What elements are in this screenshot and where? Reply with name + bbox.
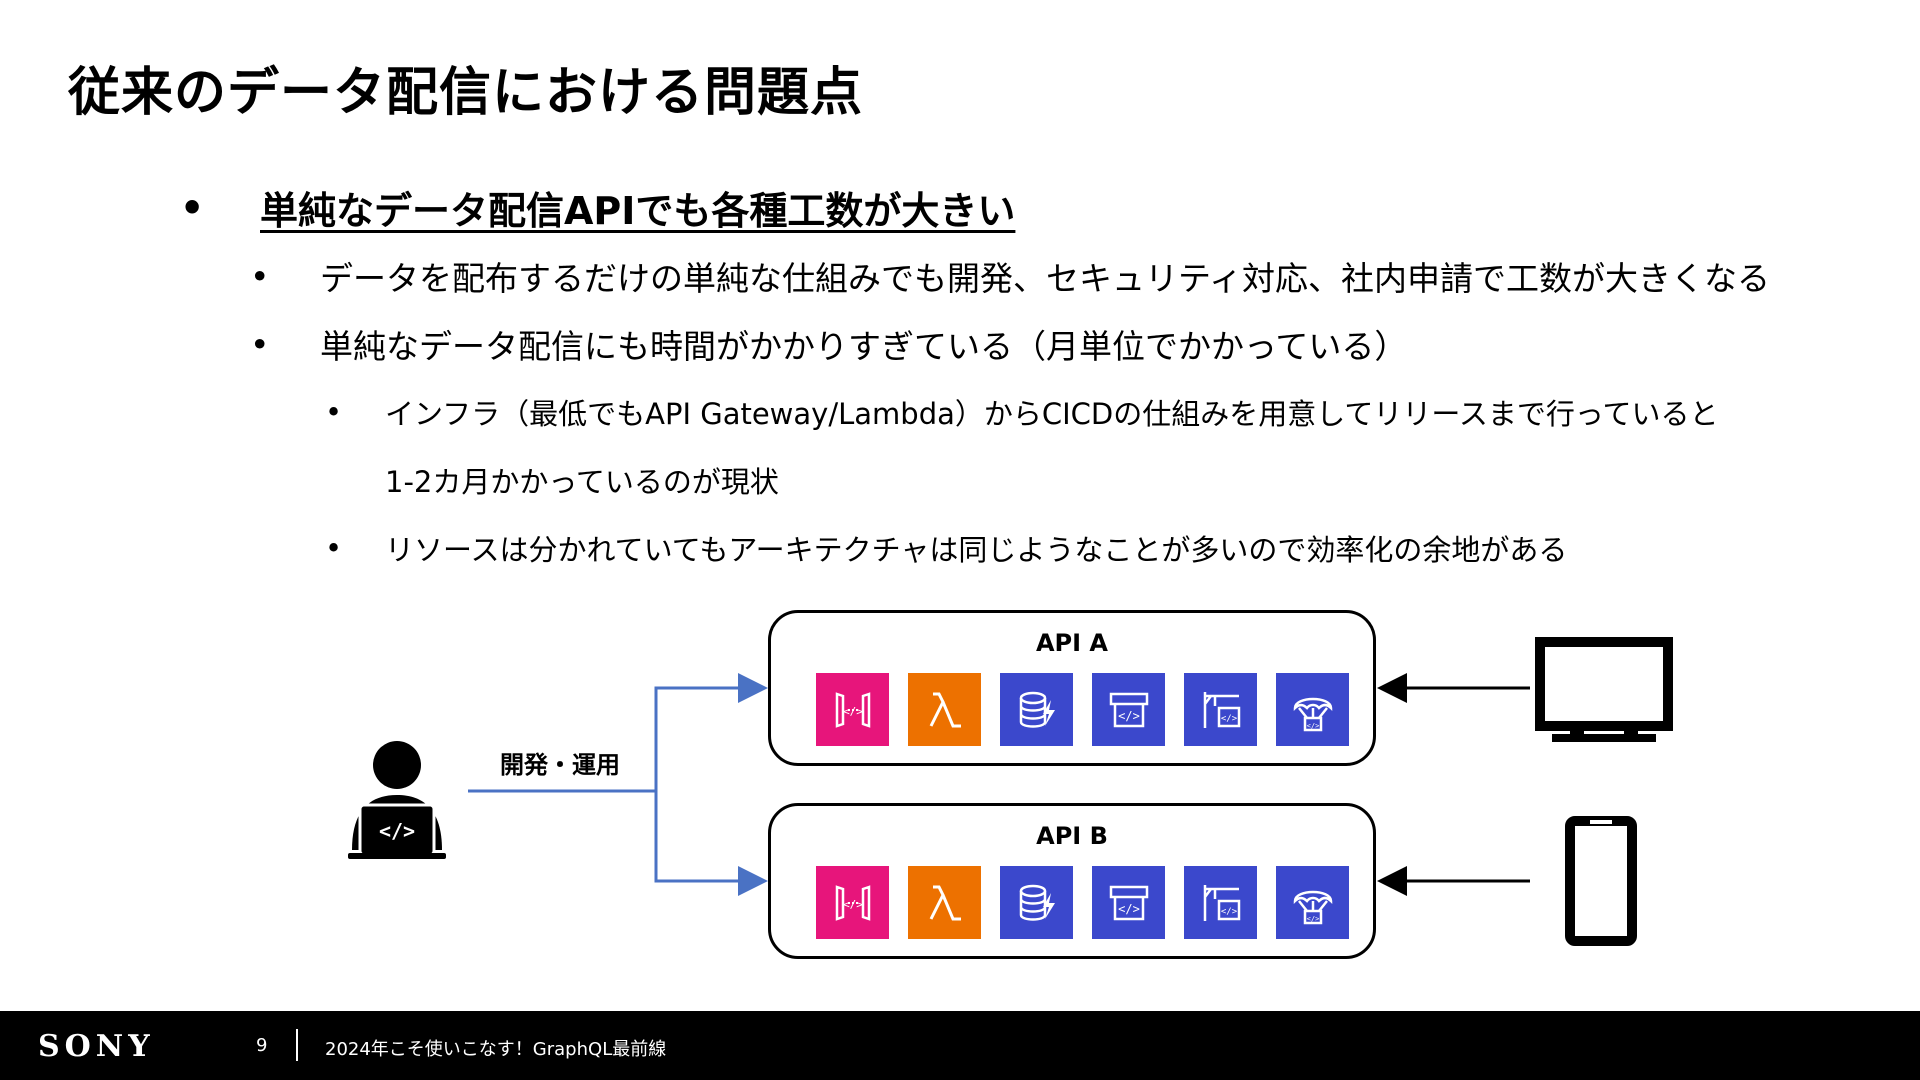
bullet-sub1: • データを配布するだけの単純な仕組みでも開発、セキュリティ対応、社内申請で工数… bbox=[250, 252, 1770, 300]
connector-lines bbox=[468, 673, 768, 896]
sony-logo: SONY bbox=[38, 1029, 155, 1064]
bullet-sub2a-text-line2: 1-2カ月かかっているのが現状 bbox=[385, 465, 779, 499]
dynamodb-icon bbox=[1000, 673, 1073, 746]
bullet-marker: • bbox=[250, 256, 270, 296]
svg-text:</>: </> bbox=[843, 705, 863, 718]
appsync-icon: </> bbox=[1092, 673, 1165, 746]
api-gateway-icon: </> bbox=[816, 866, 889, 939]
bullet-sub2b: • リソースは分かれていてもアーキテクチャは同じようなことが多いので効率化の余地… bbox=[325, 527, 1567, 569]
codedeploy-icon: </> bbox=[1276, 866, 1349, 939]
smartphone-icon bbox=[1565, 816, 1637, 946]
monitor-icon bbox=[1535, 637, 1673, 742]
api-a-box: API A </> </> </> </> bbox=[768, 610, 1376, 766]
bullet-sub2b-text: リソースは分かれていてもアーキテクチャは同じようなことが多いので効率化の余地があ… bbox=[385, 533, 1568, 567]
api-b-label: API B bbox=[1036, 822, 1108, 850]
bullet-main: • 単純なデータ配信APIでも各種工数が大きい bbox=[180, 180, 1015, 235]
svg-text:</>: </> bbox=[379, 819, 415, 843]
bullet-sub1-text: データを配布するだけの単純な仕組みでも開発、セキュリティ対応、社内申請で工数が大… bbox=[320, 259, 1771, 298]
footer-divider bbox=[296, 1029, 298, 1061]
api-a-label: API A bbox=[1035, 629, 1109, 657]
slide-title: 従来のデータ配信における問題点 bbox=[68, 63, 864, 123]
bullet-marker: • bbox=[180, 185, 205, 230]
svg-text:</>: </> bbox=[1220, 714, 1237, 724]
client-arrows bbox=[1377, 673, 1530, 896]
dynamodb-icon bbox=[1000, 866, 1073, 939]
bullet-sub2a-continued: 1-2カ月かかっているのが現状 bbox=[385, 459, 779, 501]
codedeploy-icon: </> bbox=[1276, 673, 1349, 746]
svg-text:</>: </> bbox=[1118, 709, 1140, 723]
api-b-box: API B </> </> </> </> bbox=[768, 803, 1376, 959]
svg-text:</>: </> bbox=[843, 898, 863, 911]
codepipeline-icon: </> bbox=[1184, 866, 1257, 939]
footer-title: 2024年こそ使いこなす！GraphQL最前線 bbox=[325, 1039, 667, 1060]
svg-text:</>: </> bbox=[1118, 902, 1140, 916]
bullet-sub2: • 単純なデータ配信にも時間がかかりすぎている（月単位でかかっている） bbox=[250, 320, 1407, 368]
bullet-marker: • bbox=[325, 531, 343, 565]
bullet-marker: • bbox=[325, 395, 343, 429]
bullet-sub2-text: 単純なデータ配信にも時間がかかりすぎている（月単位でかかっている） bbox=[320, 327, 1408, 366]
lambda-icon bbox=[908, 866, 981, 939]
bullet-sub2a-text-line1: インフラ（最低でもAPI Gateway/Lambda）からCICDの仕組みを用… bbox=[385, 397, 1719, 431]
svg-text:</>: </> bbox=[1306, 915, 1319, 923]
bullet-main-text: 単純なデータ配信APIでも各種工数が大きい bbox=[260, 189, 1016, 233]
footer-bar: SONY 9 2024年こそ使いこなす！GraphQL最前線 bbox=[0, 1011, 1920, 1080]
api-gateway-icon: </> bbox=[816, 673, 889, 746]
bullet-sub2a: • インフラ（最低でもAPI Gateway/Lambda）からCICDの仕組み… bbox=[325, 391, 1718, 433]
svg-text:</>: </> bbox=[1306, 722, 1319, 730]
developer-icon: </> bbox=[348, 741, 446, 859]
dev-ops-label: 開発・運用 bbox=[500, 751, 620, 779]
codepipeline-icon: </> bbox=[1184, 673, 1257, 746]
svg-text:</>: </> bbox=[1220, 907, 1237, 917]
appsync-icon: </> bbox=[1092, 866, 1165, 939]
page-number: 9 bbox=[256, 1035, 268, 1056]
bullet-marker: • bbox=[250, 324, 270, 364]
lambda-icon bbox=[908, 673, 981, 746]
